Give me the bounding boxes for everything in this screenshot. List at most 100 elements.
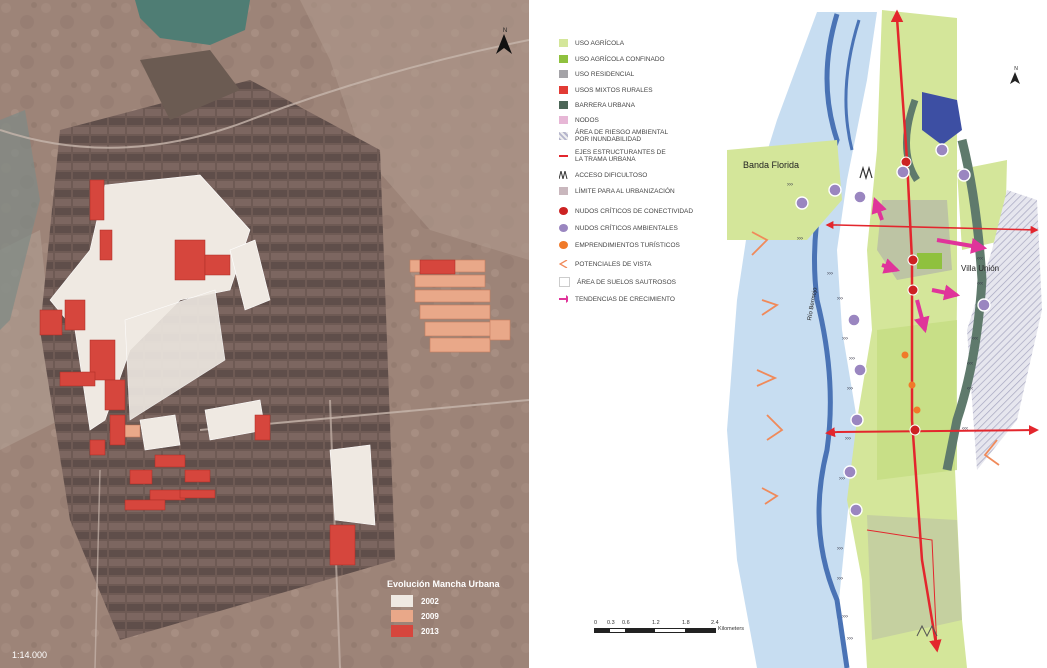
legend-label: ÁREA DE SUELOS SAUTROSOS — [577, 278, 676, 286]
legend-swatch-2013 — [391, 625, 413, 637]
svg-text:›››: ››› — [847, 636, 853, 642]
legend-swatch-2009 — [391, 610, 413, 622]
svg-text:›››: ››› — [845, 436, 851, 442]
scale-tick: 0 — [594, 620, 598, 626]
river-bermejo — [812, 13, 850, 668]
purple-dot-icon — [559, 224, 568, 232]
legend-potenciales-vista: POTENCIALES DE VISTA — [559, 257, 651, 271]
scale-label: 1:14.000 — [12, 650, 48, 660]
legend-riesgo-inundabilidad: ÁREA DE RIESGO AMBIENTAL POR INUNDABILID… — [559, 128, 680, 144]
legend-label-2002: 2002 — [421, 596, 439, 606]
reservoir — [135, 0, 250, 45]
svg-text:‹‹‹: ‹‹‹ — [967, 386, 973, 392]
scale-tick: 0.6 — [622, 620, 630, 626]
legend-label: NUDOS CRÍTICOS AMBIENTALES — [575, 224, 678, 232]
legend-item-2013: 2013 — [391, 625, 523, 637]
svg-text:›››: ››› — [849, 356, 855, 362]
legend-emprendimientos: EMPRENDIMIENTOS TURÍSTICOS — [559, 238, 680, 252]
legend-label: USO AGRÍCOLA — [575, 39, 625, 47]
legend-label: NUDOS CRÍTICOS DE CONECTIVIDAD — [575, 207, 694, 215]
legend-item-2002: 2002 — [391, 595, 523, 607]
zigzag-icon — [559, 171, 568, 179]
scale-tick: 1.2 — [652, 620, 660, 626]
north-label: N — [1014, 66, 1018, 72]
satellite-map-canvas — [0, 0, 529, 668]
legend-swatch — [559, 101, 568, 109]
legend-swatch — [559, 55, 568, 63]
svg-text:›››: ››› — [839, 476, 845, 482]
svg-text:‹‹‹: ‹‹‹ — [962, 426, 968, 432]
scalebar: 0 0.3 0.6 1.2 1.8 2.4 Kilometers — [594, 620, 764, 634]
legend-title: Evolución Mancha Urbana — [387, 579, 500, 589]
north-arrow-icon: N — [495, 28, 515, 54]
legend-label: ÁREA DE RIESGO AMBIENTAL POR INUNDABILID… — [575, 129, 668, 143]
legend-label: LÍMITE PARA AL URBANIZACIÓN — [575, 187, 675, 195]
svg-text:›››: ››› — [797, 236, 803, 242]
scale-tick: 1.8 — [682, 620, 690, 626]
svg-text:‹‹‹: ‹‹‹ — [977, 281, 983, 287]
legend-label-2013: 2013 — [421, 626, 439, 636]
svg-text:›››: ››› — [842, 614, 848, 620]
legend-uso-agricola-confinado: USO AGRÍCOLA CONFINADO — [559, 52, 665, 66]
flood-zone — [727, 12, 877, 668]
red-dot-icon — [559, 207, 568, 215]
orange-dot-icon — [559, 241, 568, 249]
urban-evolution-legend: Evolución Mancha Urbana 2002 2009 2013 — [385, 575, 523, 645]
pink-arrow-icon — [559, 295, 568, 303]
legend-swatch — [559, 86, 568, 94]
legend-label: USO AGRÍCOLA CONFINADO — [575, 55, 665, 63]
svg-text:›››: ››› — [837, 296, 843, 302]
legend-usos-mixtos: USOS MIXTOS RURALES — [559, 83, 653, 97]
northern-reservoir — [922, 92, 962, 145]
legend-nodos: NODOS — [559, 113, 599, 127]
legend-swatch — [559, 116, 568, 124]
svg-text:›››: ››› — [827, 271, 833, 277]
legend-label: BARRERA URBANA — [575, 101, 635, 109]
legend-nudos-conectividad: NUDOS CRÍTICOS DE CONECTIVIDAD — [559, 204, 693, 218]
svg-text:›››: ››› — [842, 336, 848, 342]
legend-suelos-sautrosos: ÁREA DE SUELOS SAUTROSOS — [559, 275, 676, 289]
legend-swatch — [559, 70, 568, 78]
svg-text:‹‹‹: ‹‹‹ — [972, 336, 978, 342]
legend-uso-agricola: USO AGRÍCOLA — [559, 36, 624, 50]
svg-text:›››: ››› — [837, 546, 843, 552]
scale-tick: 2.4 — [711, 620, 719, 626]
legend-line-swatch — [559, 155, 568, 157]
svg-text:›››: ››› — [787, 182, 793, 188]
label-villa-union: Villa Unión — [961, 264, 1000, 273]
territorial-diagnosis-map[interactable]: ››››››››› ››››››››› ››››››››› ››››››››› … — [537, 0, 1047, 668]
satellite-urban-evolution-map[interactable]: N Evolución Mancha Urbana 2002 2009 2013… — [0, 0, 529, 668]
legend-nudos-ambientales: NUDOS CRÍTICOS AMBIENTALES — [559, 221, 678, 235]
legend-limite-urbanizacion: LÍMITE PARA AL URBANIZACIÓN — [559, 184, 675, 198]
legend-label: EMPRENDIMIENTOS TURÍSTICOS — [575, 241, 680, 249]
scale-unit: Kilometers — [718, 626, 744, 632]
legend-swatch — [559, 277, 570, 287]
legend-tendencias-crecimiento: TENDENCIAS DE CRECIMIENTO — [559, 292, 675, 306]
svg-text:‹‹‹: ‹‹‹ — [967, 361, 973, 367]
urban-barrier-east — [942, 138, 987, 471]
legend-label-2009: 2009 — [421, 611, 439, 621]
legend-label: POTENCIALES DE VISTA — [575, 260, 652, 268]
legend-item-2009: 2009 — [391, 610, 523, 622]
legend-uso-residencial: USO RESIDENCIAL — [559, 67, 634, 81]
legend-label: NODOS — [575, 116, 599, 124]
legend-label: USOS MIXTOS RURALES — [575, 86, 653, 94]
legend-hatch-swatch — [559, 132, 568, 140]
scale-tick: 0.3 — [607, 620, 615, 626]
legend-swatch — [559, 187, 568, 195]
svg-text:‹‹‹: ‹‹‹ — [977, 256, 983, 262]
north-arrow-icon: N — [1010, 66, 1022, 84]
north-label: N — [502, 28, 508, 34]
svg-text:›››: ››› — [847, 386, 853, 392]
chevron-icon — [559, 260, 568, 268]
legend-label: ACCESO DIFICULTOSO — [575, 171, 648, 179]
flood-risk-hatch — [967, 190, 1042, 470]
legend-swatch-2002 — [391, 595, 413, 607]
legend-label: USO RESIDENCIAL — [575, 70, 635, 78]
svg-text:›››: ››› — [837, 576, 843, 582]
diagnosis-map-canvas: ››››››››› ››››››››› ››››››››› ››››››››› … — [727, 9, 1042, 668]
connectivity-node — [907, 254, 919, 266]
legend-swatch — [559, 39, 568, 47]
legend-ejes-estructurantes: EJES ESTRUCTURANTES DE LA TRAMA URBANA — [559, 148, 675, 164]
legend-label: TENDENCIAS DE CRECIMIENTO — [575, 295, 675, 303]
